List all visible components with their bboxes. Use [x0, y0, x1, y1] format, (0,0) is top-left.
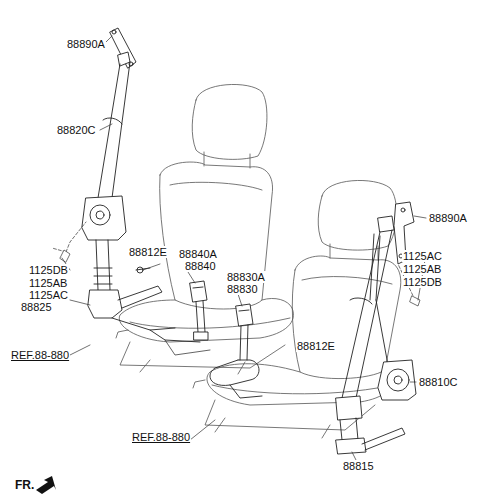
callout-number: 88890A: [428, 212, 468, 224]
callout-number: 88820C: [56, 124, 97, 136]
callout-number: 1125AB: [402, 263, 442, 275]
callout-number: 1125AC: [402, 250, 443, 262]
callout-number: 1125DB: [402, 276, 443, 288]
callout-number: 88810C: [418, 376, 459, 388]
callout-number: 88812E: [128, 246, 168, 258]
front-arrow: [36, 476, 56, 494]
right-seat: [193, 180, 401, 438]
left-buckle: [190, 281, 208, 340]
reference-label: REF.88-880: [10, 349, 70, 361]
direction-label: FR.: [14, 479, 35, 491]
callout-number: 88840: [184, 260, 217, 272]
callout-number: 1125AB: [28, 277, 68, 289]
right-belt-assembly: [314, 202, 416, 454]
callout-number: 1125DB: [28, 264, 69, 276]
callout-number: 88840A: [178, 248, 218, 260]
callout-number: 88830A: [226, 271, 266, 283]
callout-number: 1125AC: [28, 289, 69, 301]
left-seat: [116, 84, 293, 374]
reference-label: REF.88-880: [131, 431, 191, 443]
right-buckle: [210, 304, 262, 398]
callout-number: 88830: [226, 283, 259, 295]
callout-number: 88825: [20, 301, 53, 313]
leader-lines: [40, 36, 426, 460]
callout-number: 88815: [342, 460, 375, 472]
callout-number: 88890A: [66, 38, 106, 50]
callout-number: 88812E: [296, 340, 336, 352]
left-belt-assembly: [82, 28, 210, 355]
